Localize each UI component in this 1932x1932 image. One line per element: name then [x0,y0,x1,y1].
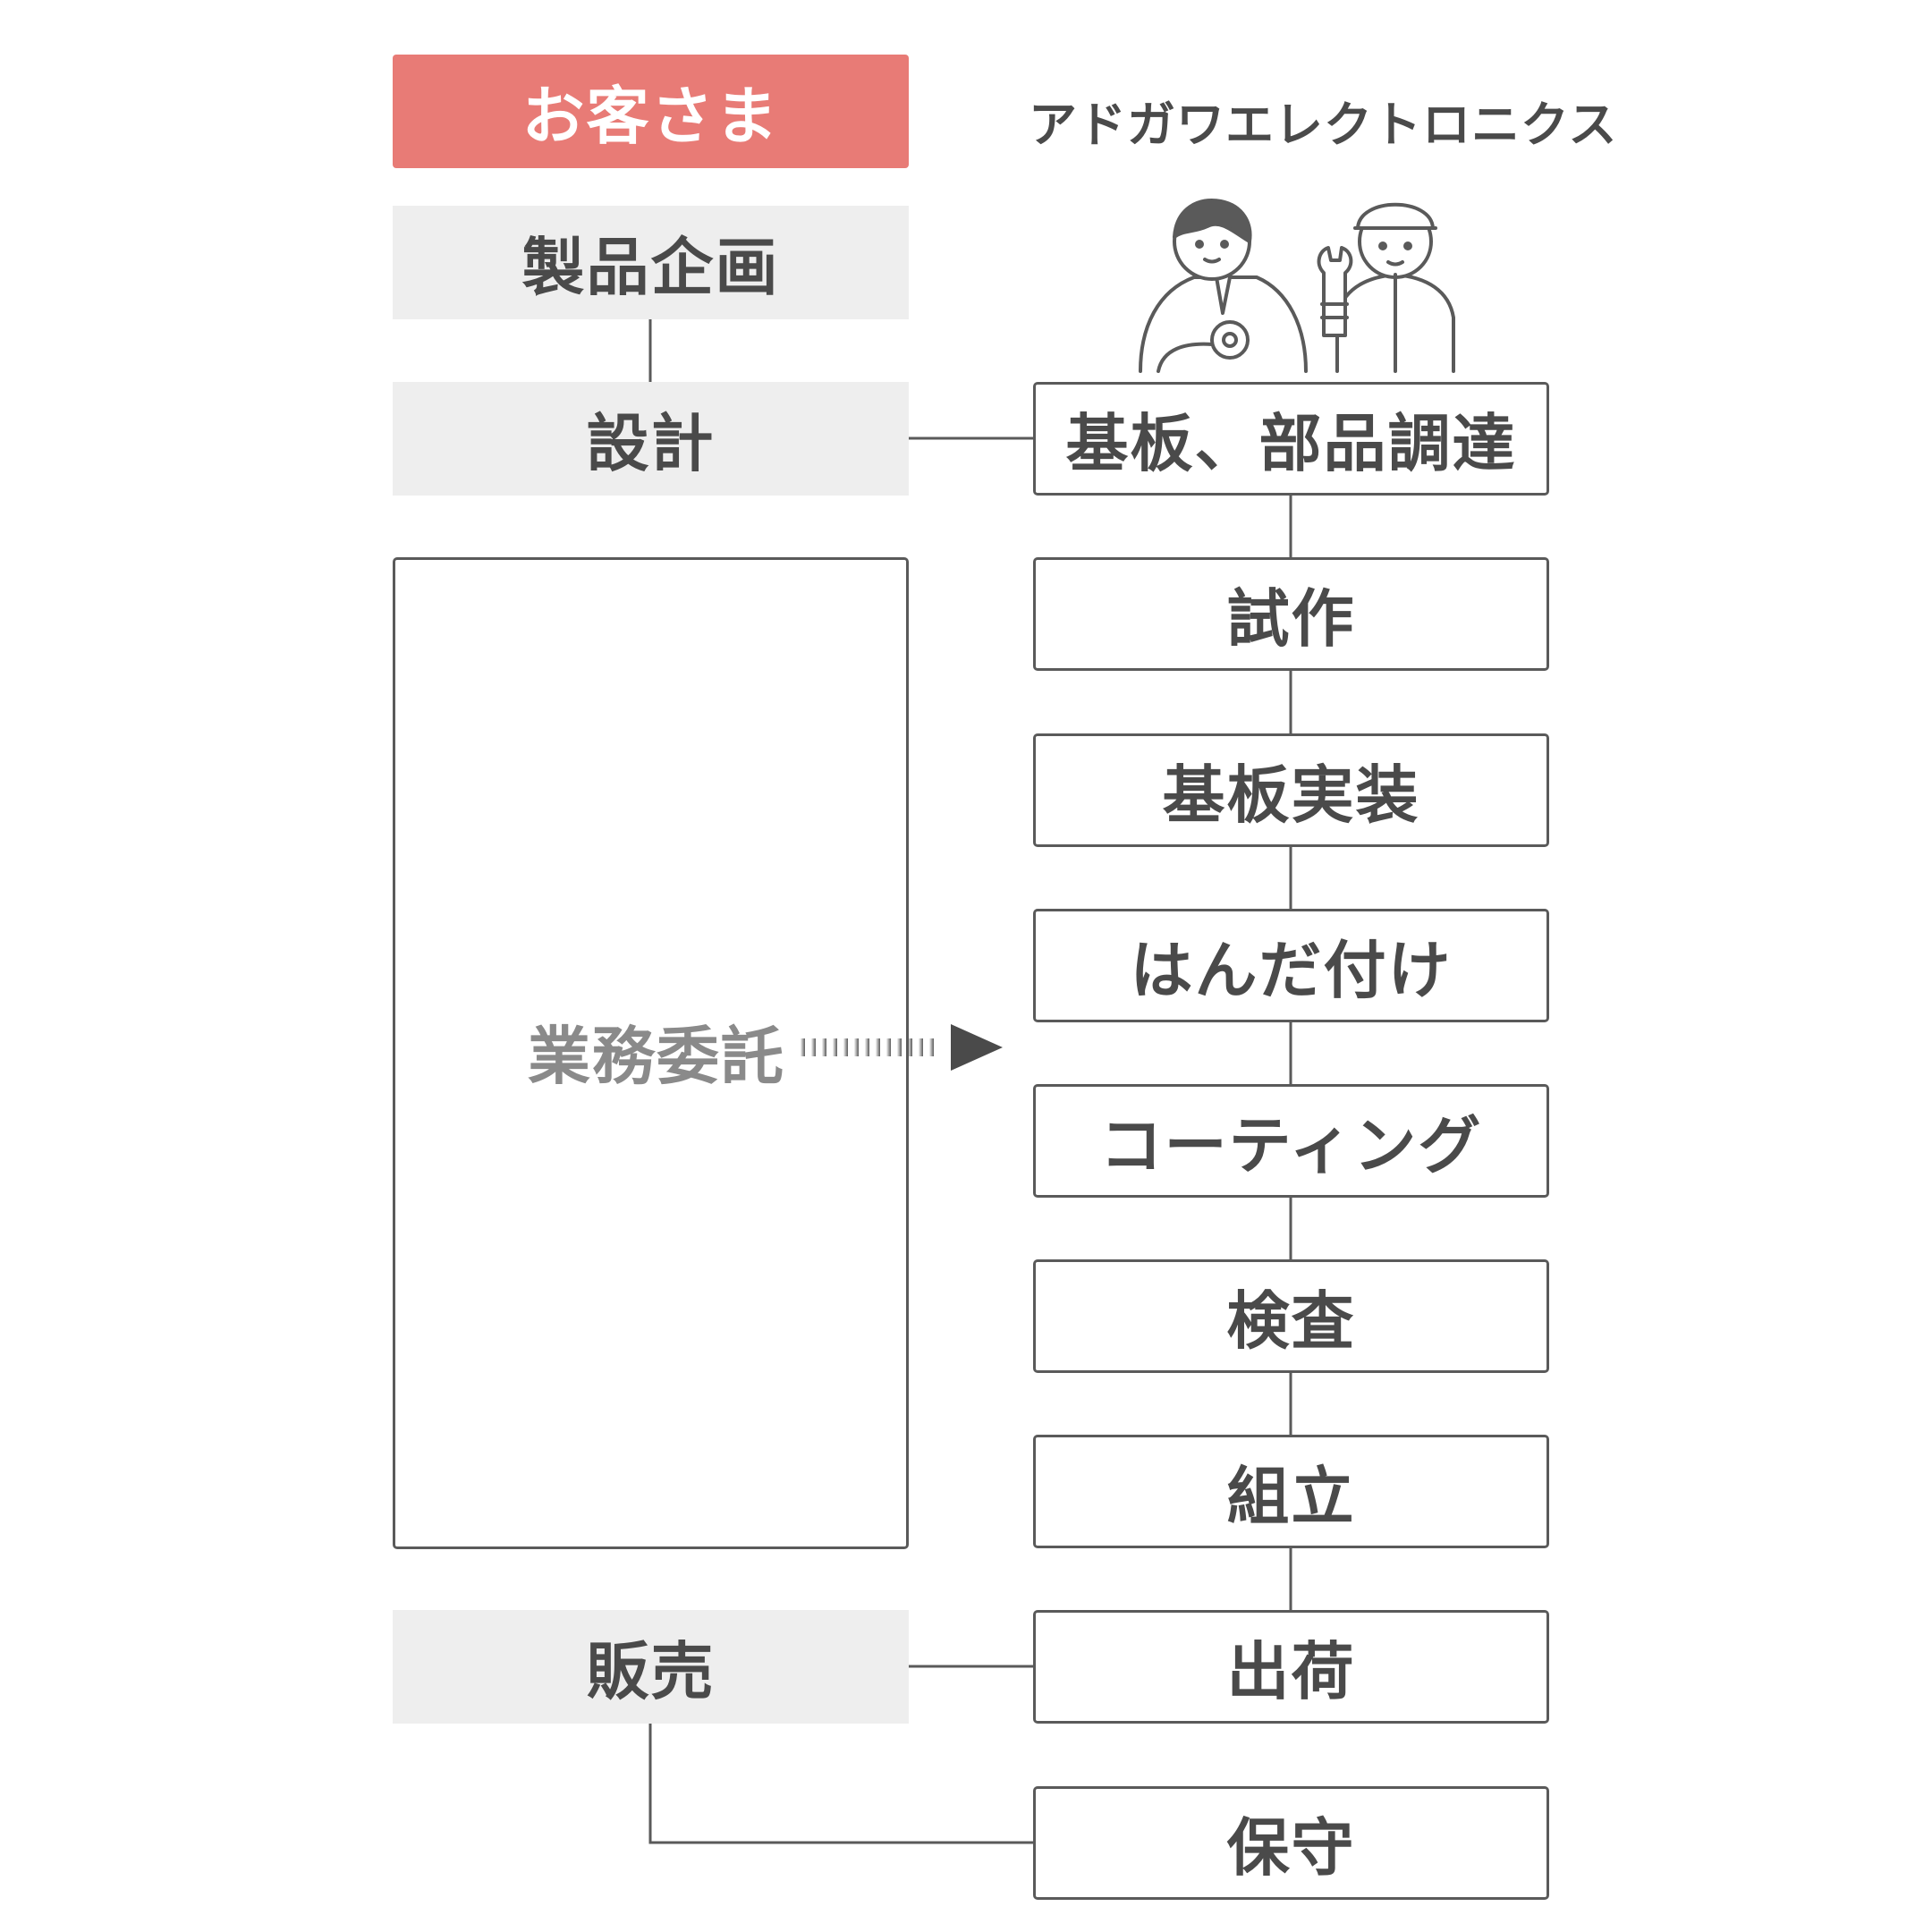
customer-step-sales: 販売 [393,1610,909,1724]
outsourcing-label: 業務委託 [528,1020,785,1093]
company-step-assembly: 組立 [1033,1435,1549,1548]
customer-header: お客さま [393,55,909,168]
company-step-board-mounting: 基板実装 [1033,733,1549,847]
staff-illustration [1139,199,1455,373]
customer-step-product-planning: 製品企画 [393,206,909,319]
company-step-maintenance: 保守 [1033,1786,1549,1900]
outsourcing-frame [393,557,909,1549]
mechanic-with-wrench-icon [1317,202,1455,373]
company-step-shipping: 出荷 [1033,1610,1549,1724]
company-step-coating: コーティング [1033,1084,1549,1198]
engineer-with-gear-icon [1139,199,1308,373]
company-step-inspection: 検査 [1033,1259,1549,1373]
company-step-soldering: はんだ付け [1033,909,1549,1022]
dashed-arrow-right-icon [801,1024,1003,1071]
company-name: アドガワエレクトロニクス [1029,97,1618,153]
company-step-prototype: 試作 [1033,557,1549,671]
customer-step-design: 設計 [393,382,909,496]
company-step-board-parts-procurement: 基板、部品調達 [1033,382,1549,496]
